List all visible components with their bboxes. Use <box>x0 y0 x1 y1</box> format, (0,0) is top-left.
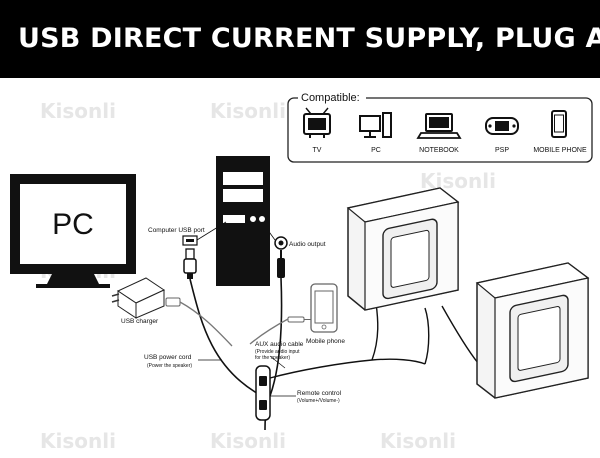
charger-usb-plug-icon <box>165 297 181 307</box>
usb-plug-icon <box>183 248 197 279</box>
speaker-right <box>475 262 590 399</box>
watermark-text: Kisonli <box>40 99 116 123</box>
remote-control-label: Remote control <box>297 390 342 397</box>
device-label-tv: TV <box>313 147 322 154</box>
remote-control-note: (Volume+/Volume-) <box>297 398 340 404</box>
device-label-notebook: NOTEBOOK <box>419 147 459 154</box>
psp-icon <box>485 117 519 135</box>
connection-diagram: Kisonli Kisonli Kisonli Kisonli Kisonli … <box>10 90 593 453</box>
mobile-phone-label: Mobile phone <box>306 338 345 345</box>
speaker-cable <box>269 358 426 379</box>
aux-cable <box>269 277 283 397</box>
watermark-text: Kisonli <box>210 429 286 453</box>
usb-power-cord-note: (Power the speaker) <box>147 363 192 369</box>
phone-aux-plug-icon <box>287 316 305 323</box>
pc-monitor: PC <box>10 174 136 288</box>
device-label-psp: PSP <box>495 147 509 154</box>
watermark-text: Kisonli <box>380 429 456 453</box>
audio-output-label: Audio output <box>289 241 326 248</box>
watermark-text: Kisonli <box>40 429 116 453</box>
banner-title: USB DIRECT CURRENT SUPPLY, PLUG AND PLA <box>0 0 600 78</box>
watermark-text: Kisonli <box>210 99 286 123</box>
aux-audio-cable-note-2: for the speaker) <box>255 355 290 361</box>
aux-audio-cable-note-1: (Provide audio input <box>255 349 300 355</box>
watermark-group: Kisonli Kisonli Kisonli Kisonli Kisonli … <box>40 99 496 453</box>
compatible-heading: Compatible: <box>301 92 360 104</box>
usb-charger-icon <box>111 277 166 319</box>
tv-icon <box>303 107 331 138</box>
usb-charger-label: USB charger <box>121 318 159 325</box>
phone-aux-cable <box>249 318 289 345</box>
computer-usb-port-label: Computer USB port <box>148 227 205 234</box>
mobile-phone-device <box>310 283 338 333</box>
device-label-pc: PC <box>371 147 381 154</box>
mobile-phone-icon <box>551 110 567 138</box>
computer-tower <box>216 156 270 286</box>
notebook-icon <box>416 113 462 139</box>
usb-power-cord <box>189 278 263 397</box>
usb-power-cord-label: USB power cord <box>144 354 192 361</box>
compatible-panel: Compatible: TV PC NOTEBOOK <box>287 90 593 163</box>
device-label-mobile-phone: MOBILE PHONE <box>533 147 587 154</box>
remote-control-device <box>255 365 271 421</box>
aux-plug-icon <box>277 250 285 278</box>
charger-cable <box>179 301 233 347</box>
pc-monitor-label: PC <box>52 208 94 241</box>
pc-icon <box>359 112 392 138</box>
speaker-left <box>346 187 460 311</box>
aux-audio-cable-label: AUX audio cable <box>255 341 304 348</box>
